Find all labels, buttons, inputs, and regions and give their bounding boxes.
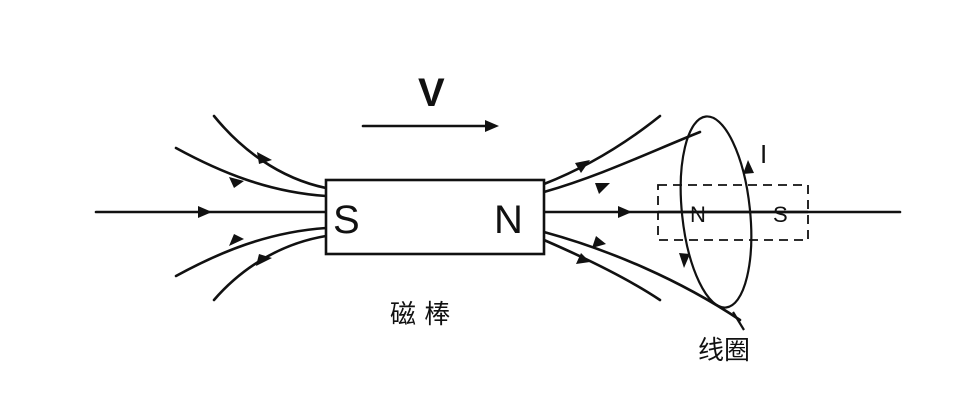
current-label: I [760,139,767,169]
arrow-left-center [198,206,212,218]
current-arrow-up [743,160,754,174]
coil-lead [732,311,745,331]
coil-loop [679,115,753,309]
field-line-left-bottom [212,234,328,302]
arrow-right-center [618,206,632,218]
induced-s-pole: S [773,202,788,227]
field-line-right-top [542,114,662,186]
induced-n-pole: N [690,202,706,227]
velocity-arrowhead [485,120,499,132]
field-line-right-bottom [542,238,662,302]
left-field-lines [94,114,328,302]
field-line-right-upper [542,130,702,194]
field-line-right-lower [542,230,742,322]
arrow-right-top [575,160,590,173]
arrow-right-bottom [576,253,590,264]
arrow-right-lower [592,236,606,248]
magnet-n-pole: N [494,198,523,242]
velocity-label: V [418,71,445,115]
bar-magnet [324,178,546,256]
right-field-lines [542,114,902,322]
arrow-left-lower [229,234,244,246]
magnet-caption: 磁 棒 [390,300,450,330]
arrow-left-bottom [256,254,272,266]
arrow-left-upper [229,177,244,188]
coil-caption: 线圈 [698,336,750,366]
arrow-left-top [257,152,272,164]
arrow-right-upper [595,183,610,194]
field-line-left-top [212,114,328,190]
field-line-left-upper [174,146,328,198]
current-arrow-down [679,253,690,268]
magnet-s-pole: S [333,198,360,242]
field-line-left-lower [174,226,328,278]
